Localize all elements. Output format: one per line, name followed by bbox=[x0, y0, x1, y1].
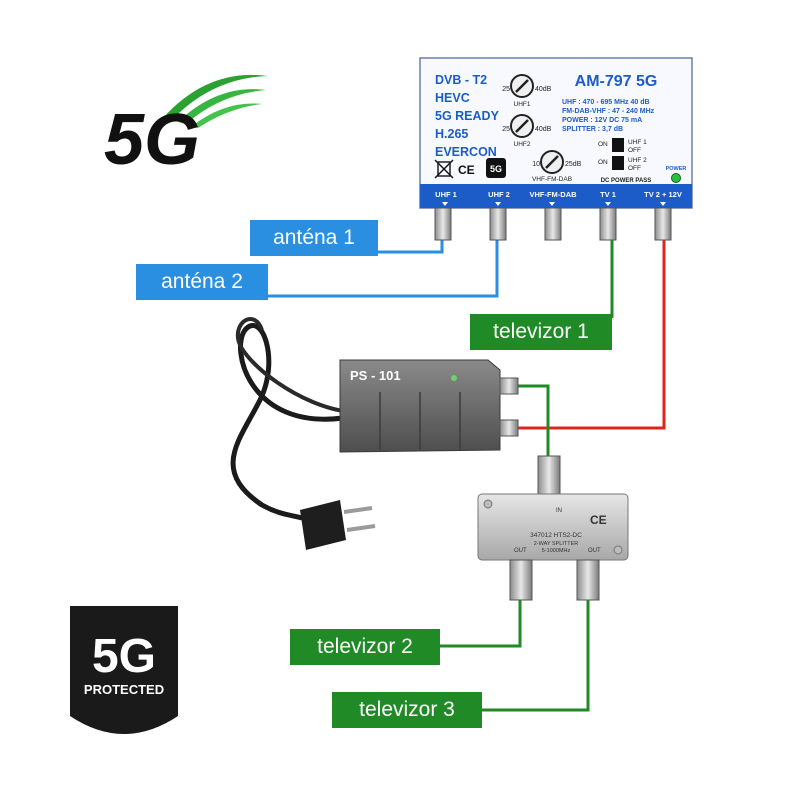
knob2-name: UHF2 bbox=[514, 141, 531, 148]
amp-spec-2: FM-DAB-VHF : 47 - 240 MHz bbox=[562, 108, 655, 115]
psu-led-icon bbox=[451, 375, 457, 381]
splitter-range: 5-1000MHz bbox=[542, 548, 571, 554]
switch2-on: ON bbox=[598, 159, 608, 166]
uhf2-switch[interactable] bbox=[612, 156, 624, 170]
port-label-tv1: TV 1 bbox=[600, 190, 616, 199]
uhf1-connector[interactable] bbox=[435, 208, 451, 240]
tv2-label: televizor 2 bbox=[290, 629, 440, 665]
power-cord bbox=[238, 319, 352, 412]
vhf-connector[interactable] bbox=[545, 208, 561, 240]
amp-left-text-3: 5G READY bbox=[435, 109, 500, 123]
switch2-name: UHF 2 bbox=[628, 157, 647, 164]
knob2-max: 40dB bbox=[535, 126, 552, 133]
uhf1-switch[interactable] bbox=[612, 138, 624, 152]
splitter-out-label-1: OUT bbox=[514, 548, 527, 554]
tv1-connector[interactable] bbox=[600, 208, 616, 240]
tv3-label: televizor 3 bbox=[332, 692, 482, 728]
knob3-max: 25dB bbox=[565, 161, 582, 168]
amp-ce-mark: CE bbox=[458, 163, 475, 177]
splitter-ce-mark: CE bbox=[590, 513, 607, 527]
weee-bin-icon bbox=[435, 160, 453, 178]
port-label-uhf2: UHF 2 bbox=[488, 190, 510, 199]
port-label-vhf: VHF-FM-DAB bbox=[529, 190, 577, 199]
knob1-name: UHF1 bbox=[514, 101, 531, 108]
splitter-out2-connector[interactable] bbox=[577, 560, 599, 600]
amp-spec-4: SPLITTER : 3,7 dB bbox=[562, 126, 623, 133]
dc-power-pass-label: DC POWER PASS bbox=[601, 178, 652, 184]
tv2-cable bbox=[440, 598, 520, 646]
screw-hole-icon bbox=[614, 546, 622, 554]
splitter-in-label: IN bbox=[556, 508, 562, 514]
amp-model: AM-797 5G bbox=[575, 73, 658, 90]
splitter-in-connector[interactable] bbox=[538, 456, 560, 498]
psu-antenna-connector[interactable] bbox=[500, 420, 518, 436]
power-supply: PS - 101 bbox=[340, 360, 518, 452]
psu-label: PS - 101 bbox=[350, 368, 401, 383]
amp-left-text-1: DVB - T2 bbox=[435, 73, 487, 87]
port-label-tv2: TV 2 + 12V bbox=[644, 190, 682, 199]
splitter-out-label-2: OUT bbox=[588, 548, 601, 554]
amp-left-text-5: EVERCON bbox=[435, 145, 497, 159]
amp-left-text-4: H.265 bbox=[435, 127, 468, 141]
uhf2-connector[interactable] bbox=[490, 208, 506, 240]
power-label: POWER bbox=[666, 166, 687, 172]
port-label-uhf1: UHF 1 bbox=[435, 190, 457, 199]
amp-left-text-2: HEVC bbox=[435, 91, 470, 105]
tv3-cable bbox=[482, 598, 588, 710]
switch2-off: OFF bbox=[628, 165, 641, 172]
antenna2-label: anténa 2 bbox=[136, 264, 268, 300]
screw-hole-icon bbox=[484, 500, 492, 508]
power-plug-icon bbox=[300, 500, 375, 550]
splitter: IN CE 347012 HTS2-DC 2-WAY SPLITTER 5-10… bbox=[478, 456, 628, 600]
knob1-max: 40dB bbox=[535, 86, 552, 93]
amp-spec-3: POWER : 12V DC 75 mA bbox=[562, 117, 642, 124]
knob2-min: 25 bbox=[502, 126, 510, 133]
badge-subtitle: PROTECTED bbox=[84, 682, 164, 697]
knob3-name: VHF-FM-DAB bbox=[532, 176, 572, 183]
tv2-connector[interactable] bbox=[655, 208, 671, 240]
tv1-label: televizor 1 bbox=[470, 314, 612, 350]
splitter-model: 347012 HTS2-DC bbox=[530, 532, 582, 539]
antenna1-label: anténa 1 bbox=[250, 220, 378, 256]
knob3-min: 10 bbox=[532, 161, 540, 168]
splitter-out1-connector[interactable] bbox=[510, 560, 532, 600]
knob1-min: 25 bbox=[502, 86, 510, 93]
switch1-name: UHF 1 bbox=[628, 139, 647, 146]
switch1-on: ON bbox=[598, 141, 608, 148]
amplifier: DVB - T2 HEVC 5G READY H.265 EVERCON 25 … bbox=[420, 58, 692, 240]
switch1-off: OFF bbox=[628, 147, 641, 154]
5g-logo: 5G bbox=[104, 75, 268, 180]
5g-protected-badge: 5G PROTECTED bbox=[70, 606, 178, 734]
logo-5g-text: 5G bbox=[104, 100, 200, 180]
antenna1-cable bbox=[378, 238, 442, 252]
power-cord bbox=[233, 325, 343, 518]
mini-5g-text: 5G bbox=[490, 164, 502, 174]
amp-spec-1: UHF : 470 - 695 MHz 40 dB bbox=[562, 99, 650, 106]
psu-tv-connector[interactable] bbox=[500, 378, 518, 394]
splitter-desc: 2-WAY SPLITTER bbox=[534, 541, 579, 547]
power-led-icon bbox=[672, 174, 681, 183]
badge-title: 5G bbox=[92, 630, 156, 683]
